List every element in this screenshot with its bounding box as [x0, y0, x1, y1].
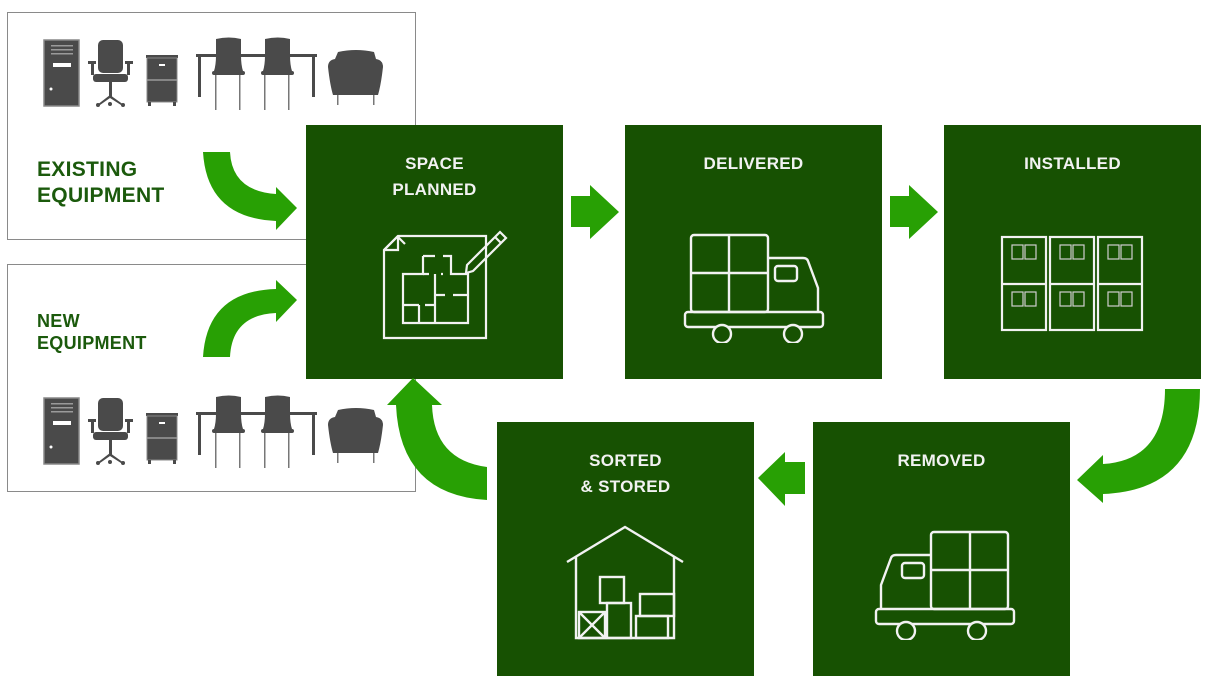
step-title: REMOVED [897, 451, 986, 470]
step-sorted-stored: SORTED & STORED [497, 422, 754, 676]
warehouse-icon [566, 525, 684, 640]
step-title: SPACE PLANNED [392, 154, 477, 199]
arrow-sorted-to-planned [387, 378, 487, 500]
armchair-icon [328, 408, 383, 463]
new-equipment-label: NEW EQUIPMENT [37, 311, 147, 353]
step-delivered: DELIVERED [625, 125, 882, 379]
arrow-delivered-to-installed [890, 185, 938, 239]
workstations-icon [1000, 235, 1144, 332]
arrow-removed-to-sorted [758, 452, 805, 506]
step-removed: REMOVED [813, 422, 1070, 676]
step-title: DELIVERED [703, 154, 804, 173]
office-chair-icon [88, 40, 133, 107]
arrow-planned-to-delivered [571, 185, 619, 239]
delivery-truck-icon [683, 233, 825, 343]
arrow-installed-to-removed [1077, 389, 1200, 503]
step-space-planned: SPACE PLANNED [306, 125, 563, 379]
table-with-chairs-icon [196, 395, 317, 468]
arrow-existing-to-planned [203, 152, 297, 230]
step-title: INSTALLED [1024, 154, 1121, 173]
arrow-new-to-planned [203, 280, 297, 357]
computer-tower-icon [43, 39, 80, 107]
office-chair-icon [88, 398, 133, 465]
existing-equipment-label: EXISTING EQUIPMENT [37, 158, 165, 207]
floor-plan-icon [382, 230, 508, 340]
step-installed: INSTALLED [944, 125, 1201, 379]
armchair-icon [328, 50, 383, 105]
removal-truck-icon [874, 530, 1016, 640]
computer-tower-icon [43, 397, 80, 465]
step-title: SORTED & STORED [580, 451, 671, 496]
table-with-chairs-icon [196, 37, 317, 110]
file-cabinet-icon [146, 55, 178, 106]
new-furniture-icons [43, 395, 383, 468]
existing-furniture-icons [43, 37, 383, 110]
file-cabinet-icon [146, 413, 178, 464]
